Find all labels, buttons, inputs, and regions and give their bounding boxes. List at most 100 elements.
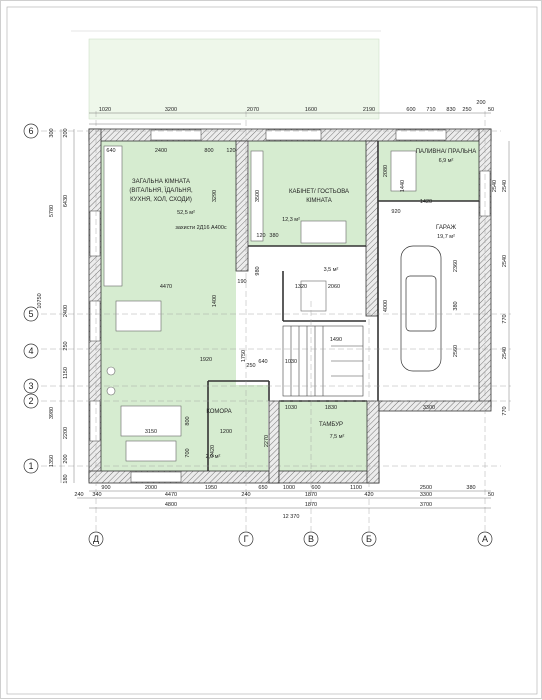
dim-bottom: 50 (488, 492, 494, 498)
dim-inner: 3500 (255, 190, 261, 202)
dim-right: 2540 (502, 255, 508, 267)
dim-inner: 2420 (210, 445, 216, 457)
room-boiler-area: 6,9 м² (439, 158, 454, 164)
dim-bottom: 240 (241, 492, 250, 498)
dim-right: 770 (502, 406, 508, 415)
dim-inner: 1320 (295, 284, 307, 290)
dim-inner: 120 (256, 233, 265, 239)
dim-left: 3980 (49, 407, 55, 419)
axis-col-d: Д (93, 534, 99, 544)
dim-left: 200 (63, 454, 69, 463)
dim-bottom: 650 (258, 485, 267, 491)
axis-col-b: Б (366, 534, 372, 544)
dim-top: 250 (462, 107, 471, 113)
room-boiler-title: ПАЛИВНА/ ПРАЛЬНА (416, 149, 477, 155)
dim-bottom: 2000 (145, 485, 157, 491)
dim-bottom: 3700 (420, 502, 432, 508)
room-living-title-3: КУХНЯ, ХОЛ, СХОДИ) (130, 197, 192, 203)
dim-top: 1600 (305, 107, 317, 113)
sheet-frame (6, 6, 538, 695)
dim-top: 2070 (247, 107, 259, 113)
dim-inner: 2540 (492, 180, 498, 192)
dim-inner: 1750 (241, 350, 247, 362)
dim-bottom: 1870 (305, 502, 317, 508)
axis-col-g: Г (244, 534, 249, 544)
dim-left: 5780 (49, 205, 55, 217)
dim-inner: 2400 (155, 148, 167, 154)
dim-inner: 250 (246, 363, 255, 369)
dim-inner: 1420 (420, 199, 432, 205)
dim-left: 10750 (37, 293, 43, 308)
car (400, 245, 442, 372)
room-office-title-2: КІМНАТА (306, 198, 332, 204)
dim-right: 2540 (502, 180, 508, 192)
dim-bottom: 4800 (165, 502, 177, 508)
dim-top: 1020 (99, 107, 111, 113)
axis-col-v: В (308, 534, 314, 544)
dim-left: 200 (63, 128, 69, 137)
dim-inner: 640 (258, 359, 267, 365)
dim-lines (60, 112, 510, 509)
room-vestibule-area: 7,5 м² (330, 434, 345, 440)
axis-row-1: 1 (28, 461, 33, 471)
room-living-title-2: (ВІТАЛЬНЯ, ЇДАЛЬНЯ, (129, 187, 193, 194)
axis-lines (41, 111, 511, 531)
dim-left: 2200 (63, 427, 69, 439)
dim-bottom: 380 (466, 485, 475, 491)
dim-inner: 120 (226, 148, 235, 154)
dim-left: 1350 (49, 455, 55, 467)
dim-inner: 800 (204, 148, 213, 154)
dim-top: 600 (406, 107, 415, 113)
axis-row-3: 3 (28, 381, 33, 391)
axis-row-4: 4 (28, 346, 33, 356)
room-garage-area: 19,7 м² (437, 234, 455, 240)
stairs (282, 325, 364, 397)
dim-top: 3200 (165, 107, 177, 113)
inner-dimensions: 4470 1400 1920 3290 3150 1200 2420 3500 … (145, 165, 498, 458)
dim-inner: 3300 (423, 405, 435, 411)
dim-inner: 3290 (212, 190, 218, 202)
dim-inner: 4000 (383, 300, 389, 312)
dim-left: 2400 (63, 305, 69, 317)
axis-row-6: 6 (28, 126, 33, 136)
room-labels: ЗАГАЛЬНА КІМНАТА (ВІТАЛЬНЯ, ЇДАЛЬНЯ, КУХ… (129, 149, 476, 460)
dim-inner: 2060 (328, 284, 340, 290)
dim-bottom: 600 (311, 485, 320, 491)
dim-inner: 2360 (453, 260, 459, 272)
right-dimensions: 2540 2540 770 2540 770 (502, 180, 508, 416)
room-wc-area: 3,5 м² (324, 267, 339, 273)
dim-bottom: 2500 (420, 485, 432, 491)
dim-bottom: 3300 (420, 492, 432, 498)
dim-inner: 2560 (453, 345, 459, 357)
room-office-area: 12,3 м² (282, 217, 300, 223)
dim-bottom: 1100 (350, 485, 362, 491)
dim-left: 6430 (63, 195, 69, 207)
axis-row-5: 5 (28, 309, 33, 319)
dim-inner: 2270 (264, 435, 270, 447)
row-axis-labels: 6 5 4 3 2 1 (28, 126, 33, 471)
room-pantry-area: 2,9 м² (206, 454, 221, 460)
dim-total: 12 370 (283, 514, 300, 520)
dim-inner: 190 (237, 279, 246, 285)
col-axis-bubbles (88, 531, 493, 547)
terrace-area (88, 38, 380, 120)
dim-bottom: 340 (92, 492, 101, 498)
dim-inner: 1200 (220, 429, 232, 435)
axis-row-2: 2 (28, 396, 33, 406)
dim-inner: 380 (269, 233, 278, 239)
left-dimensions: 6430 5780 200 10750 2400 250 1150 3980 2… (37, 128, 69, 483)
room-vestibule-title: ТАМБУР (319, 422, 343, 428)
dim-bottom: 900 (101, 485, 110, 491)
dim-inner: 1920 (200, 357, 212, 363)
dim-top: 830 (446, 107, 455, 113)
dim-left: 1150 (63, 367, 69, 379)
row-axis-bubbles (23, 123, 39, 474)
bottom-dimensions: 900 2000 1950 650 1000 600 1100 2500 380… (74, 485, 494, 520)
dim-bottom: 1000 (283, 485, 295, 491)
col-axis-labels: Д Г В Б А (93, 534, 488, 544)
dim-inner: 2080 (383, 165, 389, 177)
dim-left: 250 (63, 341, 69, 350)
dim-top: 2190 (363, 107, 375, 113)
dim-inner: 1030 (285, 359, 297, 365)
dim-top: 710 (426, 107, 435, 113)
